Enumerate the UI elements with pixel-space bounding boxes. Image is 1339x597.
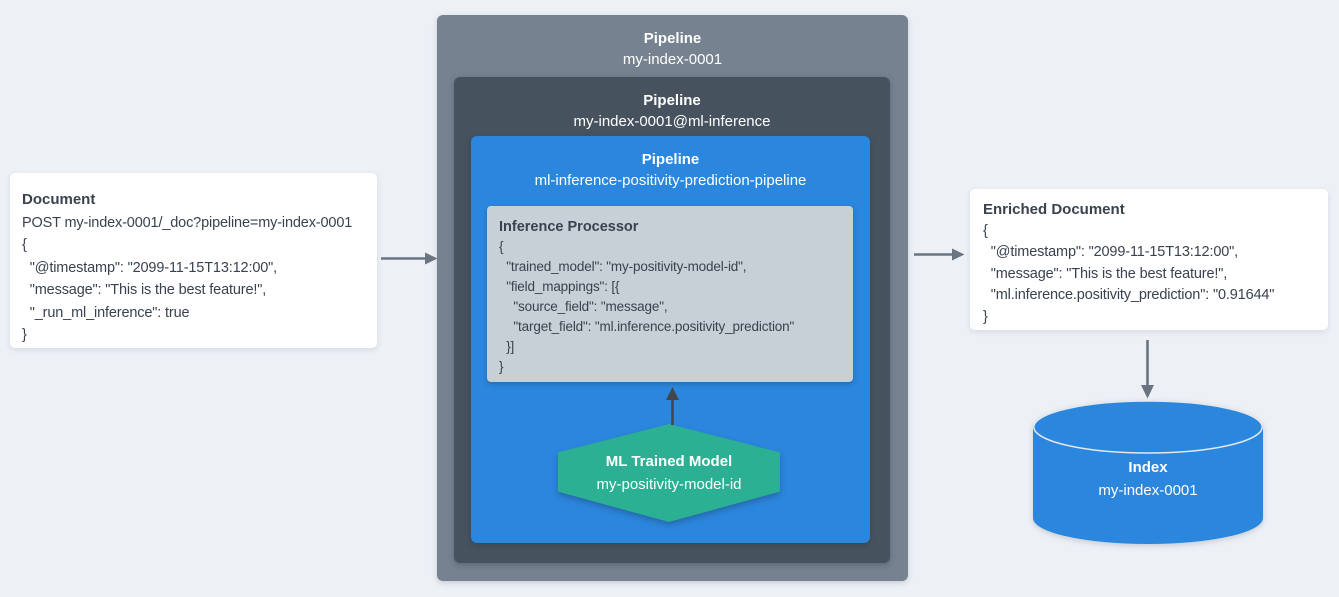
pipeline-ml-inference-subtitle: my-index-0001@ml-inference xyxy=(573,113,771,130)
index-label: Index my-index-0001 xyxy=(1033,456,1263,502)
document-card-title: Document xyxy=(22,191,96,208)
ml-model-title: ML Trained Model xyxy=(605,453,733,470)
code-line: { xyxy=(499,239,504,254)
document-card: Document POST my-index-0001/_doc?pipelin… xyxy=(10,173,377,348)
enriched-document-card: Enriched Document { "@timestamp": "2099-… xyxy=(970,189,1328,330)
code-line: "source_field": "message", xyxy=(499,299,668,314)
pipeline-positivity-title: Pipeline xyxy=(641,151,700,168)
pipeline-outer-subtitle: my-index-0001 xyxy=(622,51,723,68)
index-cylinder: Index my-index-0001 xyxy=(1033,400,1263,546)
code-line: { xyxy=(983,222,988,239)
code-line: "target_field": "ml.inference.positivity… xyxy=(499,319,795,334)
code-line: "message": "This is the best feature!", xyxy=(983,265,1228,282)
code-line: "@timestamp": "2099-11-15T13:12:00", xyxy=(983,244,1239,261)
pipeline-positivity-box: Pipeline ml-inference-positivity-predict… xyxy=(471,136,870,543)
index-title: Index xyxy=(1128,459,1168,476)
code-line: "ml.inference.positivity_prediction": "0… xyxy=(983,287,1275,304)
arrow-document-to-pipeline-icon xyxy=(381,252,438,265)
ml-model-subtitle: my-positivity-model-id xyxy=(596,476,742,493)
code-line: "@timestamp": "2099-11-15T13:12:00", xyxy=(22,259,278,276)
ml-trained-model-hexagon: ML Trained Model my-positivity-model-id xyxy=(558,424,780,522)
code-line: { xyxy=(22,237,27,253)
code-line: POST my-index-0001/_doc?pipeline=my-inde… xyxy=(22,214,353,231)
pipeline-ml-inference-title: Pipeline xyxy=(643,92,701,109)
code-line: "field_mappings": [{ xyxy=(499,279,620,294)
enriched-document-code: { "@timestamp": "2099-11-15T13:12:00", "… xyxy=(983,221,1315,329)
pipeline-outer-title: Pipeline xyxy=(643,30,702,47)
arrow-enriched-to-index-icon xyxy=(1141,340,1154,399)
inference-processor-title: Inference Processor xyxy=(499,219,639,235)
hexagon-shape: ML Trained Model my-positivity-model-id xyxy=(558,424,780,522)
code-line: "_run_ml_inference": true xyxy=(22,304,190,321)
pipeline-ml-inference-box: Pipeline my-index-0001@ml-inference Pipe… xyxy=(454,77,890,563)
code-line: } xyxy=(499,359,504,374)
inference-processor-card: Inference Processor { "trained_model": "… xyxy=(487,206,853,382)
enriched-document-title: Enriched Document xyxy=(983,201,1125,218)
code-line: "message": "This is the best feature!", xyxy=(22,282,267,298)
code-line: } xyxy=(22,327,27,343)
code-line: }] xyxy=(499,339,515,354)
document-card-code: POST my-index-0001/_doc?pipeline=my-inde… xyxy=(22,212,365,347)
pipeline-positivity-subtitle: ml-inference-positivity-prediction-pipel… xyxy=(534,172,807,189)
arrow-model-to-processor-icon xyxy=(666,387,679,425)
pipeline-outer-box: Pipeline my-index-0001 Pipeline my-index… xyxy=(437,15,908,581)
code-line: "trained_model": "my-positivity-model-id… xyxy=(499,259,747,274)
database-cylinder-icon xyxy=(1033,400,1263,544)
code-line: } xyxy=(983,308,988,325)
arrow-pipeline-to-enriched-icon xyxy=(914,248,965,261)
index-subtitle: my-index-0001 xyxy=(1098,482,1198,499)
